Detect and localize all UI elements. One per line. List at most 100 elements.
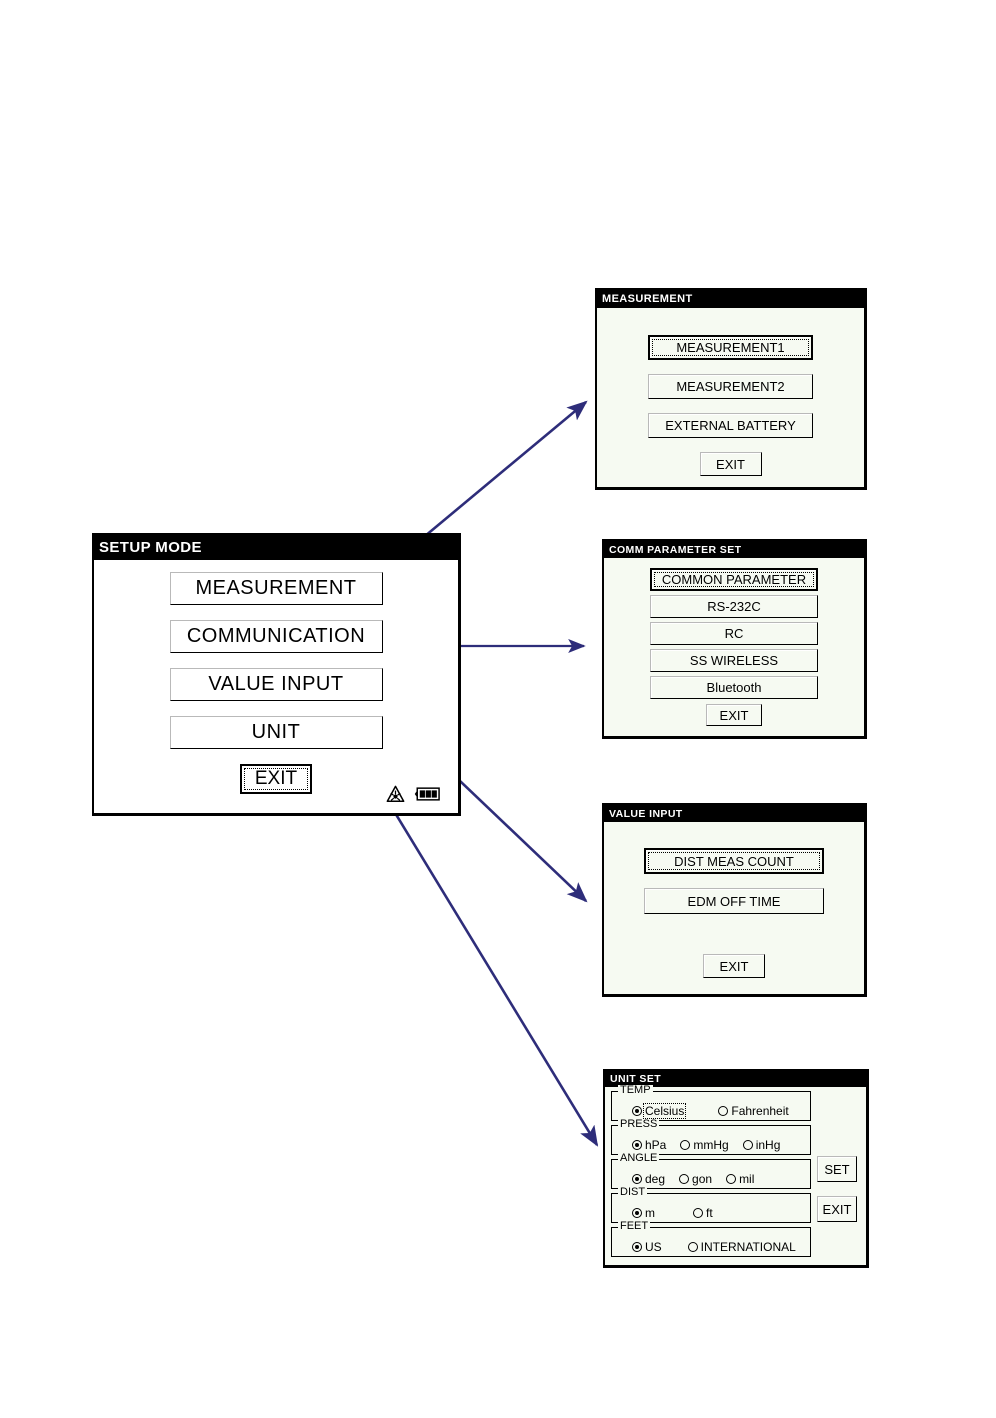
setup-button-measurement-label: MEASUREMENT — [195, 577, 357, 599]
unit-radio-gon-label: gon — [692, 1172, 713, 1186]
unit-group-press-options: hPa mmHg inHg — [632, 1139, 790, 1151]
unit-group-angle-legend: ANGLE — [618, 1152, 660, 1164]
radio-dot-hpa — [632, 1140, 642, 1150]
comm-parameter-title: COMM PARAMETER SET — [609, 543, 742, 556]
unit-radio-celsius-label: Celsius — [642, 1103, 687, 1119]
comm-button-common-parameter-label: COMMON PARAMETER — [661, 572, 807, 587]
value-input-exit-button[interactable]: EXIT — [703, 954, 765, 978]
unit-set-button[interactable]: SET — [817, 1156, 857, 1182]
unit-radio-international[interactable]: INTERNATIONAL — [687, 1240, 796, 1254]
setup-button-measurement[interactable]: MEASUREMENT — [169, 572, 383, 605]
unit-group-press-legend: PRESS — [618, 1118, 660, 1130]
measurement-panel: MEASUREMENT MEASUREMENT1 MEASUREMENT2 EX… — [595, 288, 867, 490]
unit-group-feet-legend: FEET — [618, 1220, 651, 1232]
measurement-title: MEASUREMENT — [602, 293, 693, 305]
measurement-button-measurement1[interactable]: MEASUREMENT1 — [648, 335, 813, 360]
unit-radio-gon[interactable]: gon — [679, 1173, 712, 1185]
setup-button-unit[interactable]: UNIT — [169, 716, 383, 749]
battery-full-icon — [414, 787, 440, 801]
setup-button-value-input[interactable]: VALUE INPUT — [169, 668, 383, 701]
unit-group-dist: DIST m ft — [611, 1187, 811, 1223]
unit-radio-inhg-label: inHg — [755, 1138, 781, 1152]
value-input-panel: VALUE INPUT DIST MEAS COUNT EDM OFF TIME… — [602, 803, 867, 997]
unit-radio-hpa[interactable]: hPa — [632, 1139, 666, 1151]
unit-radio-m-label: m — [645, 1206, 655, 1220]
radio-dot-mmhg — [680, 1140, 691, 1150]
radio-dot-fahrenheit — [718, 1106, 729, 1116]
unit-set-groups: TEMP Celsius Fahrenheit PRESS — [611, 1085, 811, 1267]
unit-group-angle: ANGLE deg gon mil — [611, 1153, 811, 1189]
unit-radio-hpa-label: hPa — [645, 1138, 667, 1152]
unit-radio-international-label: INTERNATIONAL — [700, 1240, 796, 1254]
unit-set-side-buttons: SET EXIT — [817, 1091, 857, 1267]
setup-button-communication[interactable]: COMMUNICATION — [169, 620, 383, 653]
comm-parameter-titlebar: COMM PARAMETER SET — [604, 541, 864, 558]
setup-mode-body: MEASUREMENT COMMUNICATION VALUE INPUT UN… — [94, 560, 458, 813]
measurement-exit-button[interactable]: EXIT — [699, 452, 762, 476]
measurement-button-external-battery-label: EXTERNAL BATTERY — [665, 418, 796, 433]
unit-radio-ft-label: ft — [706, 1206, 713, 1220]
setup-button-communication-label: COMMUNICATION — [186, 625, 366, 647]
unit-radio-m[interactable]: m — [632, 1207, 655, 1219]
comm-button-rc[interactable]: RC — [650, 622, 818, 645]
radio-dot-us — [632, 1242, 642, 1252]
value-input-button-edm-off-time[interactable]: EDM OFF TIME — [644, 888, 824, 914]
measurement-button-measurement2-label: MEASUREMENT2 — [676, 379, 785, 394]
radio-dot-celsius — [632, 1106, 642, 1116]
radio-dot-international — [687, 1242, 698, 1252]
value-input-exit-label: EXIT — [719, 958, 749, 974]
measurement-titlebar: MEASUREMENT — [597, 290, 864, 308]
value-input-titlebar: VALUE INPUT — [604, 805, 864, 822]
unit-radio-us-label: US — [645, 1240, 662, 1254]
comm-parameter-panel: COMM PARAMETER SET COMMON PARAMETER RS-2… — [602, 539, 867, 739]
setup-mode-titlebar: SETUP MODE — [94, 535, 458, 560]
radio-dot-gon — [679, 1174, 690, 1184]
unit-set-title: UNIT SET — [610, 1073, 662, 1085]
unit-radio-deg[interactable]: deg — [632, 1173, 665, 1185]
unit-radio-ft[interactable]: ft — [693, 1207, 713, 1219]
unit-radio-deg-label: deg — [645, 1172, 666, 1186]
comm-button-rs232c[interactable]: RS-232C — [650, 595, 818, 618]
comm-button-common-parameter[interactable]: COMMON PARAMETER — [650, 568, 818, 591]
setup-mode-title: SETUP MODE — [99, 539, 202, 556]
unit-group-press: PRESS hPa mmHg inHg — [611, 1119, 811, 1155]
unit-group-feet-options: US INTERNATIONAL — [632, 1241, 806, 1253]
unit-radio-mmhg-label: mmHg — [693, 1138, 729, 1152]
unit-radio-mmhg[interactable]: mmHg — [680, 1138, 729, 1152]
comm-exit-button[interactable]: EXIT — [706, 704, 762, 726]
unit-radio-inhg[interactable]: inHg — [742, 1138, 781, 1152]
comm-button-ss-wireless[interactable]: SS WIRELESS — [650, 649, 818, 672]
unit-radio-mil[interactable]: mil — [726, 1173, 754, 1185]
setup-button-value-input-label: VALUE INPUT — [208, 673, 344, 695]
unit-radio-mil-label: mil — [739, 1172, 755, 1186]
measurement-button-external-battery[interactable]: EXTERNAL BATTERY — [648, 413, 813, 438]
laser-warning-icon — [386, 785, 405, 803]
unit-exit-button[interactable]: EXIT — [817, 1196, 857, 1222]
comm-button-ss-wireless-label: SS WIRELESS — [689, 653, 779, 668]
unit-radio-us[interactable]: US — [632, 1241, 662, 1253]
comm-button-bluetooth[interactable]: Bluetooth — [650, 676, 818, 699]
measurement-button-measurement1-label: MEASUREMENT1 — [676, 340, 785, 355]
value-input-button-dist-meas-count-label: DIST MEAS COUNT — [674, 853, 794, 869]
comm-parameter-body: COMMON PARAMETER RS-232C RC SS WIRELESS … — [604, 558, 864, 738]
unit-set-titlebar: UNIT SET — [605, 1071, 866, 1087]
setup-exit-button[interactable]: EXIT — [240, 764, 312, 794]
unit-group-temp: TEMP Celsius Fahrenheit — [611, 1085, 811, 1121]
unit-set-body: TEMP Celsius Fahrenheit PRESS — [605, 1085, 866, 1267]
unit-group-angle-options: deg gon mil — [632, 1173, 764, 1185]
setup-mode-panel: SETUP MODE MEASUREMENT COMMUNICATION VAL… — [92, 533, 461, 816]
setup-exit-label: EXIT — [254, 768, 298, 789]
radio-dot-m — [632, 1208, 642, 1218]
unit-group-temp-legend: TEMP — [618, 1084, 653, 1096]
radio-dot-ft — [693, 1208, 703, 1218]
value-input-button-dist-meas-count[interactable]: DIST MEAS COUNT — [644, 848, 824, 874]
comm-button-bluetooth-label: Bluetooth — [706, 680, 762, 695]
unit-radio-fahrenheit[interactable]: Fahrenheit — [718, 1104, 789, 1118]
unit-radio-celsius[interactable]: Celsius — [632, 1103, 687, 1119]
measurement-exit-label: EXIT — [716, 456, 745, 472]
unit-radio-fahrenheit-label: Fahrenheit — [731, 1104, 789, 1118]
measurement-button-measurement2[interactable]: MEASUREMENT2 — [648, 374, 813, 399]
value-input-button-edm-off-time-label: EDM OFF TIME — [687, 893, 781, 909]
setup-button-unit-label: UNIT — [251, 721, 301, 743]
comm-button-rc-label: RC — [724, 626, 744, 641]
